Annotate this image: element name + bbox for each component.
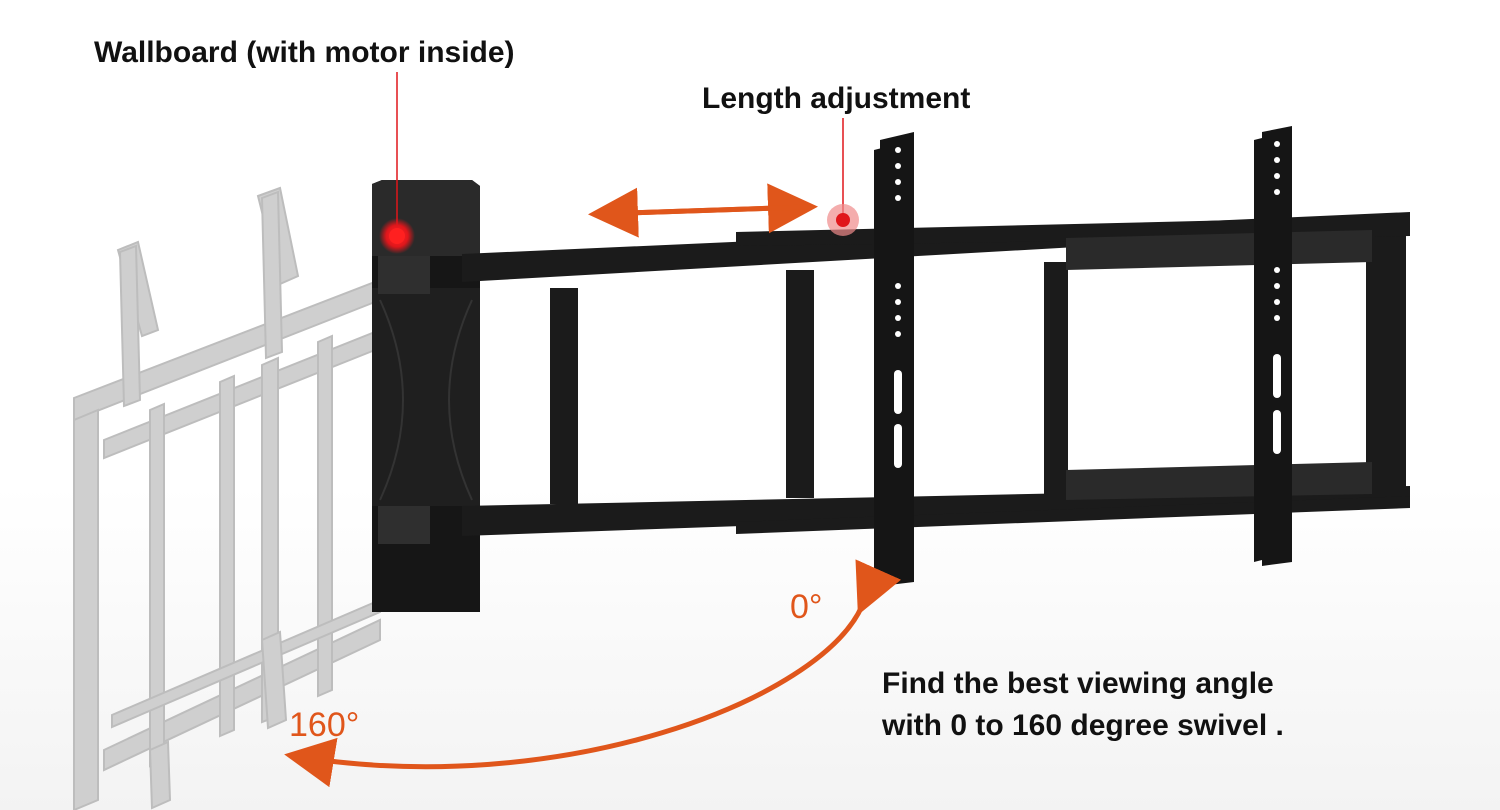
swivel-arc-arrow [284,559,902,788]
viewing-angle-line-2: with 0 to 160 degree swivel . [882,709,1284,742]
length-adjustment-arrow [588,183,818,238]
wallboard-motor-housing [372,180,480,612]
wallboard-marker-core [389,228,405,244]
bracket-holes [894,141,1281,468]
extension-arm [462,212,1410,536]
viewing-angle-line-1: Find the best viewing angle [882,667,1274,700]
angle-start-label: 0° [790,588,823,626]
wallboard-label: Wallboard (with motor inside) [94,36,515,69]
vertical-bracket-right [1254,126,1292,566]
length-marker-dot [836,213,850,227]
vertical-bracket-left [874,132,914,586]
length-adjustment-label: Length adjustment [702,82,971,115]
viewing-angle-caption: Find the best viewing angle with 0 to 16… [882,663,1284,747]
leader-lines [396,72,844,236]
angle-end-label: 160° [289,706,360,744]
